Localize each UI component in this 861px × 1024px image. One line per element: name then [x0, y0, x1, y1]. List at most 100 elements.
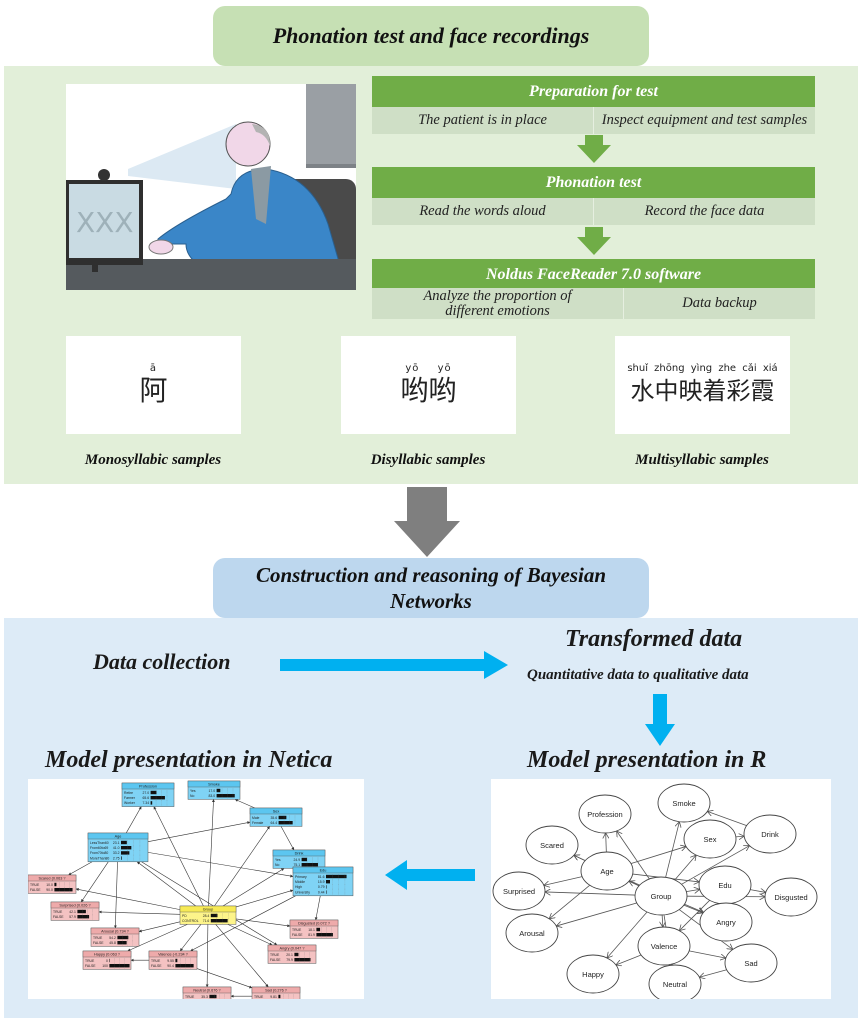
r-edge-age-to-surprised	[544, 876, 583, 886]
netica-state-value: 23.1	[113, 841, 120, 845]
netica-node-header	[289, 919, 339, 927]
netica-state-value: 65.6	[142, 796, 149, 800]
netica-state-value: 24.9	[293, 858, 300, 862]
netica-node-header	[292, 866, 354, 874]
netica-state-value: 9.55	[167, 959, 174, 963]
step-cell: The patient is in place	[418, 112, 547, 128]
netica-state-bar	[326, 874, 347, 879]
step-preparation-row: The patient is in place Inspect equipmen…	[372, 107, 815, 134]
netica-edge-age-to-surprised	[80, 861, 109, 903]
netica-state-label: TRUE	[292, 928, 302, 932]
netica-state-label: No	[275, 863, 279, 867]
netica-node-title: Happy (0.063 ?	[94, 953, 120, 957]
r-node-label: Valence	[651, 942, 678, 951]
netica-edge-age-to-profession	[125, 806, 142, 834]
r-node-label: Edu	[718, 881, 731, 890]
step-cell: Analyze the proportion of different emot…	[423, 287, 572, 319]
netica-node-header	[121, 782, 175, 790]
r-node-edu: Edu	[698, 865, 752, 905]
netica-node-header	[251, 986, 301, 994]
netica-state-bar	[121, 856, 122, 860]
r-node-ellipse	[578, 794, 632, 834]
r-node-ellipse	[525, 825, 579, 865]
netica-node-title: Sad (0.276 ?	[265, 989, 287, 993]
r-node-sad: Sad	[724, 943, 778, 983]
r-edge-edu-to-disgusted	[750, 890, 766, 893]
netica-edge-group-to-disgusted	[235, 918, 291, 928]
netica-state-value: 18.1	[308, 928, 315, 932]
netica-edge-group-to-edu	[235, 889, 294, 908]
r-node-ellipse	[634, 876, 688, 916]
netica-state-value: 20.1	[286, 953, 293, 957]
netica-state-label: No	[190, 794, 194, 798]
r-edge-age-to-sex	[630, 846, 686, 864]
netica-state-value: 41.0	[113, 846, 120, 850]
netica-node-header	[187, 780, 241, 788]
netica-state-value: 57.9	[69, 915, 76, 919]
r-node-label: Group	[651, 892, 672, 901]
netica-state-label: High	[295, 885, 302, 889]
netica-edge-age-to-arousal	[113, 861, 118, 929]
netica-state-bar	[326, 880, 331, 884]
netica-edge-sex-to-smoke	[234, 799, 255, 809]
netica-state-value: 7.34	[142, 801, 149, 805]
r-edge-valence-to-sad	[689, 950, 726, 958]
netica-node-header	[179, 905, 237, 913]
netica-state-label: Primary	[295, 875, 307, 879]
netica-node-header	[90, 927, 140, 935]
netica-state-label: Yes	[190, 789, 196, 793]
phonation-section-title: Phonation test and face recordings	[213, 6, 649, 66]
netica-node-header	[249, 807, 303, 815]
netica-state-bar	[326, 890, 327, 894]
netica-state-bar	[316, 933, 333, 937]
step-facereader-heading: Noldus FaceReader 7.0 software	[372, 259, 815, 290]
netica-node-title: Angry (0.047 ?	[280, 947, 305, 951]
netica-state-label: FALSE	[30, 888, 41, 892]
r-edge-edu-to-valence	[679, 900, 710, 930]
netica-state-bar	[278, 815, 287, 820]
netica-node-header	[267, 944, 317, 952]
r-node-ellipse	[683, 819, 737, 859]
netica-node-title: Surprised (0.026 ?	[59, 904, 90, 908]
netica-state-label: CONTROL	[182, 919, 199, 923]
r-edge-age-to-arousal	[549, 884, 591, 919]
netica-state-value: 54.2	[109, 936, 116, 940]
patient-illustration: XXX	[66, 84, 356, 290]
sample-label-monosyllabic: Monosyllabic samples	[84, 452, 222, 468]
r-node-ellipse	[566, 954, 620, 994]
netica-state-value: 0	[106, 959, 108, 963]
r-network-diagram: ProfessionSmokeScaredSexDrinkAgeEduSurpr…	[492, 783, 818, 1004]
netica-state-label: TRUE	[270, 953, 280, 957]
netica-state-bar	[294, 958, 311, 962]
r-edge-sex-to-drink	[735, 836, 744, 837]
netica-state-value: 45.8	[109, 941, 116, 945]
netica-state-label: Worker	[124, 801, 136, 805]
netica-state-label: FALSE	[151, 964, 162, 968]
netica-node-header	[82, 950, 132, 958]
netica-edge-group-to-surprised	[98, 910, 181, 915]
r-edge-group-to-edu	[686, 889, 699, 891]
r-node-label: Neutral	[663, 980, 688, 989]
sample-label-multisyllabic: Multisyllabic samples	[635, 452, 769, 468]
r-node-angry: Angry	[699, 902, 753, 942]
netica-edge-age-to-sex	[147, 821, 251, 842]
r-edge-group-to-surprised	[545, 892, 636, 896]
netica-state-value: 81.6	[318, 875, 325, 879]
netica-node-title: Age	[115, 835, 122, 839]
r-edge-group-to-happy	[607, 911, 648, 958]
r-node-label: Profession	[587, 810, 622, 819]
netica-state-value: 79.9	[286, 958, 293, 962]
netica-state-value: 17.0	[208, 789, 215, 793]
sample-card-multisyllabic: shuǐ zhōng yìng zhe cǎi xiá 水中映着彩霞	[615, 336, 790, 434]
sample-pinyin: yō yō	[405, 362, 452, 374]
netica-state-value: 83.0	[208, 794, 215, 798]
netica-state-label: Farmer	[124, 796, 136, 800]
r-node-ellipse	[657, 783, 711, 823]
sample-card-monosyllabic: ā 阿	[66, 336, 241, 434]
